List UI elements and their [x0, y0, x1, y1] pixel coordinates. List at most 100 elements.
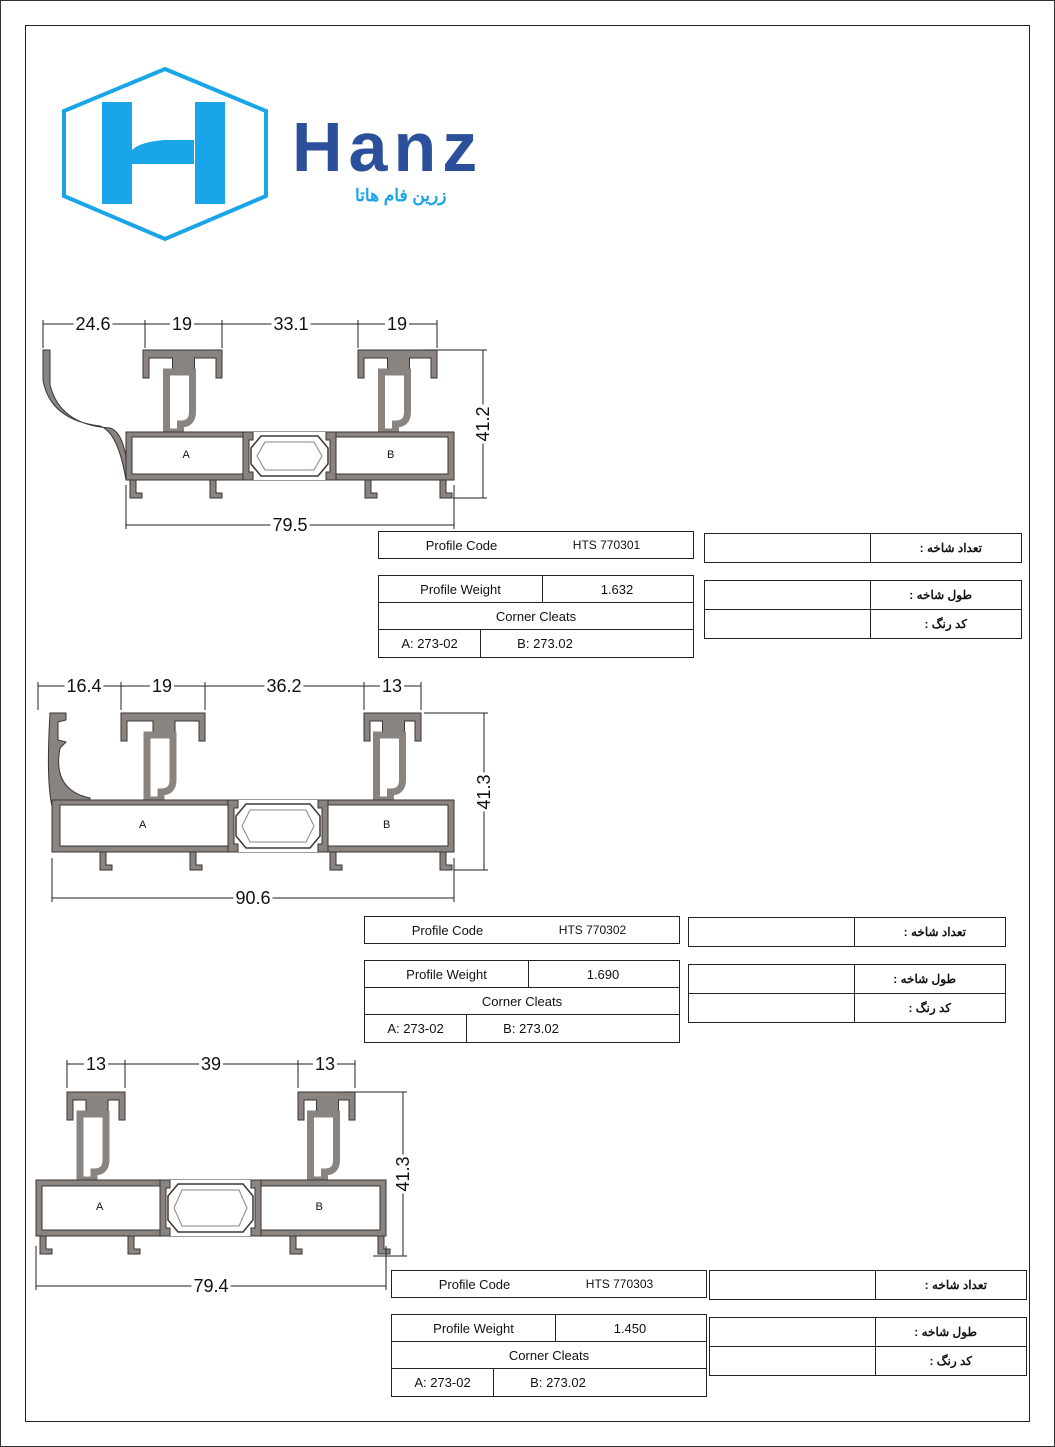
corner-cleat-b: B: 273.02	[517, 636, 573, 651]
profile-foot	[364, 479, 378, 499]
profile-drawing-3	[35, 1060, 407, 1290]
branch-count-label: تعداد شاخه :	[903, 925, 966, 939]
profile-code-value: HTS 770303	[585, 1277, 654, 1291]
profile-curved-lip	[42, 349, 129, 481]
color-code-input[interactable]	[689, 994, 854, 1022]
dimension-top: 19	[149, 676, 175, 696]
branch-length-color-table: طول شاخه : کد رنگ :	[704, 580, 1022, 639]
divider	[689, 993, 1005, 994]
profile-code-value: HTS 770301	[572, 538, 641, 552]
corner-cleats-label: Corner Cleats	[508, 1348, 590, 1363]
dimension-top: 13	[379, 676, 405, 696]
profile-code-table: Profile Code HTS 770301	[378, 531, 694, 559]
branch-count-table: تعداد شاخه :	[709, 1270, 1027, 1300]
color-code-label: کد رنگ :	[929, 1354, 972, 1368]
branch-count-input[interactable]	[689, 918, 854, 946]
divider	[555, 1315, 556, 1342]
divider	[705, 609, 1021, 610]
branch-length-color-table: طول شاخه :کد رنگ :	[688, 964, 1006, 1023]
dimension-height: 41.3	[474, 771, 494, 812]
dimension-top: 24.6	[73, 314, 113, 334]
dimension-width: 79.4	[191, 1276, 231, 1296]
branch-count-input[interactable]	[710, 1271, 875, 1299]
dimension-top: 36.2	[264, 676, 304, 696]
corner-cleat-a: A: 273-02	[401, 636, 458, 651]
connector-gap	[160, 1180, 261, 1236]
branch-count-table: تعداد شاخه :	[704, 533, 1022, 563]
connector-claw	[159, 1179, 171, 1237]
dimension-top: 19	[169, 314, 195, 334]
branch-count-label: تعداد شاخه :	[924, 1278, 987, 1292]
branch-count-table: تعداد شاخه :	[688, 917, 1006, 947]
color-code-label: کد رنگ :	[924, 617, 967, 631]
chamber-label-a: A	[96, 1201, 104, 1213]
divider	[392, 1368, 706, 1369]
profile-code-label: Profile Code	[425, 537, 498, 553]
divider	[493, 1369, 494, 1396]
profile-foot	[329, 851, 343, 871]
corner-cleats-label: Corner Cleats	[495, 609, 577, 624]
branch-length-input[interactable]	[710, 1318, 875, 1346]
profile-code-label: Profile Code	[411, 922, 484, 938]
connector-inner	[256, 441, 323, 471]
color-code-label: کد رنگ :	[908, 1001, 951, 1015]
chamber-b	[335, 436, 449, 475]
color-code-input[interactable]	[710, 1347, 875, 1375]
profile-weight-label: Profile Weight	[433, 1321, 514, 1336]
chamber-label-a: A	[182, 448, 190, 461]
divider	[710, 1346, 1026, 1347]
profile-fin-stem	[76, 1110, 110, 1184]
color-code-input[interactable]	[705, 610, 870, 638]
chamber-a	[59, 804, 229, 847]
profile-fin-stem	[373, 731, 406, 804]
profile-foot	[209, 479, 223, 499]
branch-length-label: طول شاخه :	[914, 1325, 977, 1339]
connector-claw	[250, 1179, 262, 1237]
thermal-break-connector	[235, 803, 321, 849]
profile-foot	[289, 1235, 303, 1255]
divider	[854, 918, 855, 946]
dimension-width: 79.5	[270, 515, 310, 535]
profile-weight-value: 1.632	[600, 582, 634, 597]
hanz-hexagon-logo-icon	[62, 66, 268, 242]
profile-foot	[99, 851, 113, 871]
corner-cleat-b: B: 273.02	[530, 1375, 586, 1390]
connector-claw	[317, 799, 329, 853]
divider	[870, 534, 871, 562]
connector-claw	[227, 799, 239, 853]
corner-cleat-a: A: 273-02	[387, 1021, 444, 1036]
corner-cleats-label: Corner Cleats	[481, 994, 563, 1009]
page-frame	[25, 25, 1030, 1422]
chamber-a	[131, 436, 244, 475]
branch-count-input[interactable]	[705, 534, 870, 562]
divider	[875, 1271, 876, 1299]
chamber-label-a: A	[139, 818, 147, 831]
branch-length-color-table: طول شاخه : کد رنگ :	[709, 1317, 1027, 1376]
profile-weight-label: Profile Weight	[406, 967, 487, 982]
profile-drawing-1	[42, 320, 487, 529]
profile-weight-value: 1.450	[613, 1321, 647, 1336]
chamber-label-b: B	[383, 818, 391, 831]
divider	[365, 987, 679, 988]
connector-claw	[242, 431, 254, 481]
branch-length-input[interactable]	[705, 581, 870, 609]
dimension-top: 16.4	[64, 676, 104, 696]
dimension-top: 39	[198, 1054, 224, 1074]
connector-inner	[241, 809, 315, 843]
divider	[392, 1341, 706, 1342]
brand-subtitle: زرین فام هاتا	[355, 186, 447, 205]
chamber-b	[327, 804, 449, 847]
profile-code-label: Profile Code	[438, 1276, 511, 1292]
dimension-top: 13	[312, 1054, 338, 1074]
profile-foot	[129, 479, 143, 499]
profile-weight-value: 1.690	[586, 967, 620, 982]
branch-length-input[interactable]	[689, 965, 854, 993]
chamber-label-b: B	[387, 448, 395, 461]
dimension-top: 13	[83, 1054, 109, 1074]
profile-fin-stem	[378, 368, 411, 436]
dimension-width: 90.6	[233, 888, 273, 908]
profile-foot	[39, 1235, 53, 1255]
profile-foot	[439, 851, 453, 871]
branch-length-label: طول شاخه :	[909, 588, 972, 602]
